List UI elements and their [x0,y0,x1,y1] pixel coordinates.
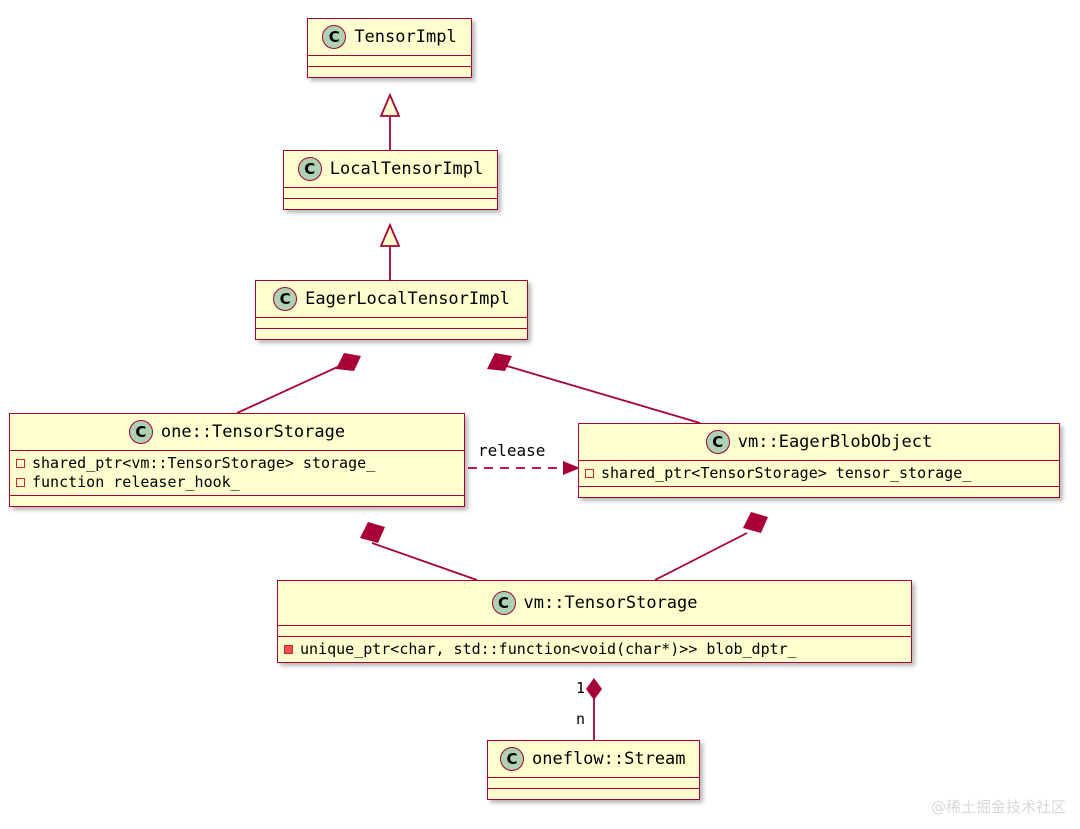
class-attributes-section [308,56,471,67]
private-visibility-icon [16,478,25,487]
class-box-oneflow-stream[interactable]: C oneflow::Stream [487,740,700,800]
edge-label-release: release [478,441,546,460]
class-attribute-text: shared_ptr<vm::TensorStorage> storage_ [32,454,376,472]
private-visibility-icon [284,645,293,654]
class-header-localtensorimpl: C LocalTensorImpl [284,151,497,188]
class-name-label: LocalTensorImpl [329,159,484,179]
class-stereotype-icon: C [322,25,347,49]
class-name-label: vm::EagerBlobObject [737,432,933,452]
class-attribute-row: unique_ptr<char, std::function<void(char… [284,640,905,659]
class-header-vm-eagerblobobject: C vm::EagerBlobObject [579,424,1059,461]
class-methods-section [579,487,1059,497]
class-attribute-row: function releaser_hook_ [16,473,458,492]
relation-composition-eagerlocaltensorimpl-onetensorstorage [236,353,361,414]
multiplicity-label-one: 1 [576,679,586,697]
relation-composition-eagerlocaltensorimpl-eagerblobobject [487,353,701,424]
class-name-label: one::TensorStorage [160,422,346,442]
class-header-vm-tensorstorage: C vm::TensorStorage [278,581,911,626]
class-box-vm-tensorstorage[interactable]: C vm::TensorStorage unique_ptr<char, std… [277,580,912,663]
relation-composition-vmtensorstorage-oneflowstream [586,678,602,740]
class-attributes-section [488,778,699,789]
class-attributes-section: shared_ptr<TensorStorage> tensor_storage… [579,461,1059,487]
class-attributes-section: shared_ptr<vm::TensorStorage> storage_ f… [10,451,464,496]
class-attribute-text: shared_ptr<TensorStorage> tensor_storage… [601,464,972,482]
class-stereotype-icon: C [705,430,730,454]
relation-inheritance-localtensorimpl-tensorimpl [379,92,401,150]
class-stereotype-icon: C [500,747,524,771]
class-box-eagerlocaltensorimpl[interactable]: C EagerLocalTensorImpl [255,280,528,340]
class-attributes-section [284,188,497,199]
class-methods-section [10,496,464,506]
class-empty-section [278,626,911,637]
class-box-localtensorimpl[interactable]: C LocalTensorImpl [283,150,498,210]
watermark-label: @稀土掘金技术社区 [930,798,1066,816]
class-name-label: vm::TensorStorage [523,593,698,613]
class-attribute-text: function releaser_hook_ [32,473,240,491]
class-stereotype-icon: C [297,157,322,181]
class-attribute-row: shared_ptr<TensorStorage> tensor_storage… [585,464,1053,483]
relation-composition-eagerblobobject-vmtensorstorage [654,512,768,581]
class-attributes-section: unique_ptr<char, std::function<void(char… [278,637,911,662]
class-header-tensorimpl: C TensorImpl [308,19,471,56]
relation-inheritance-eagerlocaltensorimpl-localtensorimpl [379,222,401,280]
class-methods-section [256,329,527,339]
class-methods-section [284,199,497,209]
class-stereotype-icon: C [128,420,153,444]
class-stereotype-icon: C [491,591,516,615]
multiplicity-label-n: n [576,710,586,728]
class-name-label: oneflow::Stream [532,749,686,769]
class-name-label: TensorImpl [354,27,457,47]
class-methods-section [488,789,699,799]
private-visibility-icon [16,459,25,468]
class-box-tensorimpl[interactable]: C TensorImpl [307,18,472,78]
class-stereotype-icon: C [273,287,298,311]
class-header-eagerlocaltensorimpl: C EagerLocalTensorImpl [256,281,527,318]
class-attribute-row: shared_ptr<vm::TensorStorage> storage_ [16,454,458,473]
class-box-one-tensorstorage[interactable]: C one::TensorStorage shared_ptr<vm::Tens… [9,413,465,507]
private-visibility-icon [585,469,594,478]
relation-dependency-release [468,461,580,475]
class-header-oneflow-stream: C oneflow::Stream [488,741,699,778]
relation-composition-onetensorstorage-vmtensorstorage [360,522,478,581]
class-box-vm-eagerblobobject[interactable]: C vm::EagerBlobObject shared_ptr<TensorS… [578,423,1060,498]
class-attribute-text: unique_ptr<char, std::function<void(char… [300,640,797,658]
class-header-one-tensorstorage: C one::TensorStorage [10,414,464,451]
class-attributes-section [256,318,527,329]
class-name-label: EagerLocalTensorImpl [305,289,510,309]
class-methods-section [308,67,471,77]
